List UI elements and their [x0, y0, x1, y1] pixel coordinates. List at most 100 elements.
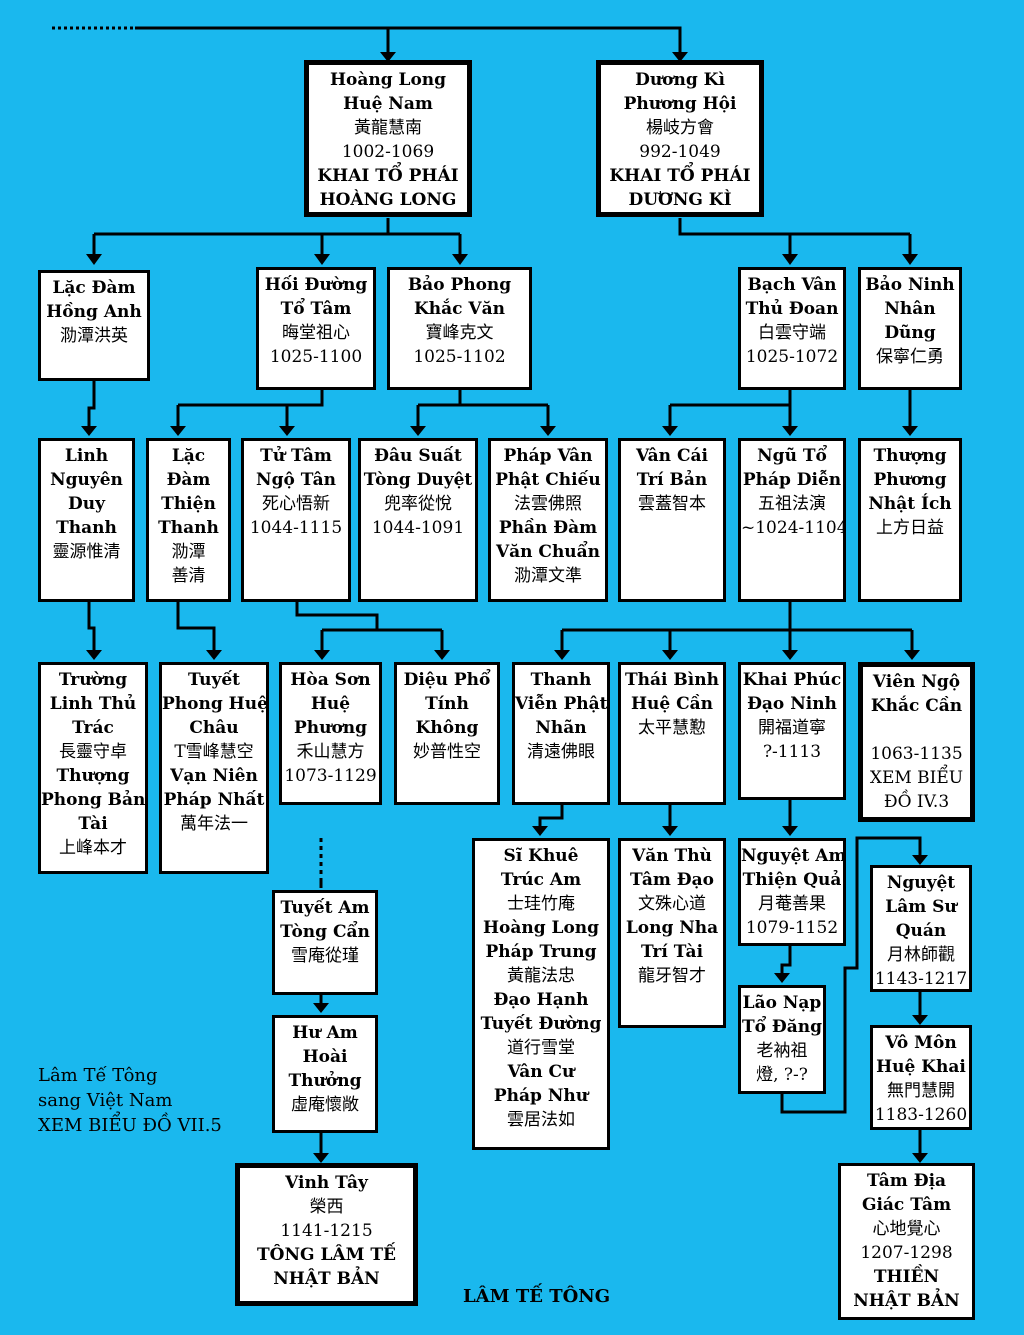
node-line: Giác Tâm	[861, 1195, 952, 1215]
node-line: Đâu Suất	[374, 446, 462, 466]
node-line: Thiện Quả	[742, 870, 842, 890]
node-line: Bảo Ninh	[865, 275, 955, 295]
node-line: Châu	[189, 718, 239, 738]
node-line: Thanh	[530, 670, 592, 690]
node-line: ĐỒ IV.3	[883, 792, 950, 812]
node-line: Tòng Duyệt	[363, 470, 473, 490]
node-line: 長靈守卓	[59, 742, 127, 762]
node-line: Thủ Đoan	[745, 299, 839, 319]
node-line: 士珪竹庵	[507, 894, 575, 914]
node-line: 1044-1091	[371, 518, 465, 538]
node-line: Thiện	[161, 494, 216, 514]
node-line: 992-1049	[639, 142, 721, 162]
node-line: Lâm Sư	[885, 897, 957, 917]
footer-title: LÂM TẾ TÔNG	[463, 1286, 611, 1307]
node-line: Nguyệt	[886, 873, 956, 893]
node-line: Hư Am	[292, 1023, 358, 1043]
node-line: Trác	[72, 718, 114, 738]
node-line: Dũng	[884, 323, 936, 343]
node-line: Nguyên	[50, 470, 123, 490]
node-line: KHAI TỔ PHÁI	[609, 166, 751, 186]
node-line: 1025-1102	[413, 347, 506, 367]
node-line: THIỀN	[873, 1267, 940, 1287]
node-line: 死心悟新	[262, 494, 330, 514]
node-line: Khai Phúc	[742, 670, 842, 690]
node-line: Huệ Nam	[343, 94, 433, 114]
node-line: Hồng Anh	[46, 302, 142, 322]
node-line: T雪峰慧空	[174, 742, 254, 762]
node-line: 虛庵懷敞	[291, 1095, 359, 1115]
node-line: Thưởng	[288, 1071, 362, 1091]
node-line: Thượng	[873, 446, 947, 466]
connector-root	[135, 26, 682, 60]
node-line	[863, 718, 970, 742]
node-line: NHẬT BẢN	[273, 1269, 380, 1289]
node-line: 泐潭	[171, 542, 206, 562]
node-line: Đạo Ninh	[747, 694, 837, 714]
node-line: 1025-1072	[745, 347, 839, 367]
node-line: ?-1113	[762, 742, 822, 762]
node-line: Diệu Phổ	[403, 670, 491, 690]
node-line: Hoàng Long	[482, 918, 600, 938]
node-line: Văn Thù	[632, 846, 712, 866]
node-line: Viễn Phật	[515, 694, 608, 714]
node-line: Lặc	[171, 446, 206, 466]
node-line: Nguyệt Am	[741, 846, 846, 866]
node-line: 無門慧開	[887, 1081, 955, 1101]
node-line: Long Nha	[625, 918, 719, 938]
node-line: Phật Chiếu	[495, 470, 601, 490]
connector-tu-tam	[295, 602, 444, 657]
node-line: 文殊心道	[638, 894, 706, 914]
node-line: Khắc Cần	[870, 696, 963, 716]
node-line: Vô Môn	[885, 1033, 957, 1053]
node-line: XEM BIỂU	[869, 768, 964, 788]
node-line: Linh	[64, 446, 109, 466]
node-line: 1079-1152	[745, 918, 839, 938]
node-line: 靈源惟清	[52, 542, 121, 562]
connector-hoi-duong	[176, 390, 324, 433]
node-line: Bạch Vân	[747, 275, 837, 295]
node-line: Ngũ Tổ	[757, 446, 827, 466]
node-line: Đàm	[166, 470, 211, 490]
note-line-3: XEM BIỂU ĐỒ VII.5	[38, 1115, 222, 1136]
node-line: Linh Thủ	[49, 694, 137, 714]
node-line: Vinh Tây	[285, 1173, 368, 1193]
node-line: Nhãn	[535, 718, 587, 738]
node-line: 1073-1129	[284, 766, 377, 786]
connector-bao-phong	[416, 390, 550, 433]
connector-ngu-to	[560, 602, 914, 657]
note-line-1: Lâm Tế Tông	[38, 1065, 158, 1086]
node-line: Lão Nạp	[742, 993, 822, 1013]
node-line: Bảo Phong	[407, 275, 512, 295]
node-line: Tử Tâm	[260, 446, 332, 466]
node-line: Thanh	[158, 518, 219, 538]
node-line: 燈, ?-?	[756, 1065, 808, 1085]
node-line: Phương	[293, 718, 368, 738]
node-line: Tuyết	[188, 670, 240, 690]
node-line: Pháp Vân	[503, 446, 593, 466]
node-line: Tâm Đạo	[630, 870, 714, 890]
node-line: Tuyết Am	[280, 898, 370, 918]
connector-nguyet-am	[780, 946, 792, 980]
node-line: Trí Bản	[636, 470, 708, 490]
node-line: 1063-1135	[870, 744, 963, 764]
node-line: 1143-1217	[874, 969, 968, 989]
node-line: Sĩ Khuê	[503, 846, 579, 866]
node-line: Thái Bình	[625, 670, 719, 690]
